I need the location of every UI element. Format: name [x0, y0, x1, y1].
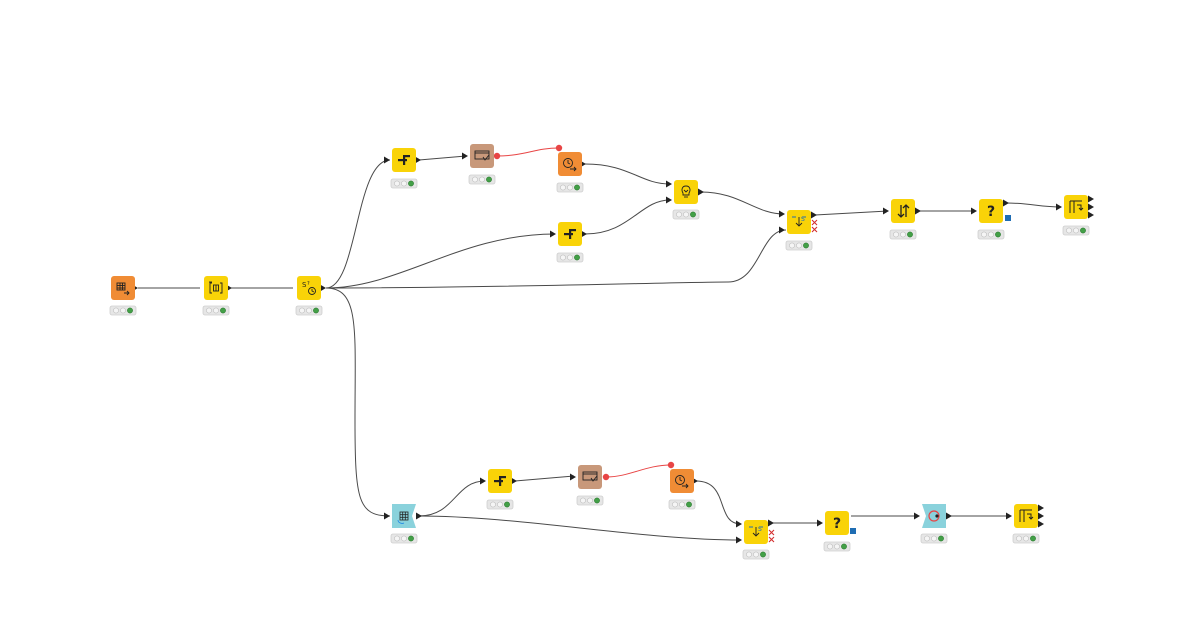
flow-variable-ports	[493, 144, 675, 481]
failed-ports-icon	[768, 529, 775, 543]
edge-n13-n14[interactable]	[418, 480, 486, 517]
row-splitter-top-node[interactable]	[384, 148, 421, 189]
status-indicator	[556, 252, 584, 263]
clock-arrow-icon	[675, 475, 689, 489]
splitter-output-bottom-node[interactable]	[1006, 504, 1044, 544]
variable-port-in-n16[interactable]	[667, 461, 675, 469]
status-indicator	[390, 178, 418, 189]
split-icon	[494, 476, 506, 486]
svg-text:S: S	[302, 281, 307, 289]
joiner-top-node[interactable]: S	[779, 210, 818, 251]
partition-model-node[interactable]	[462, 144, 496, 185]
status-indicator	[468, 174, 496, 185]
status-indicator	[390, 533, 418, 544]
status-indicator	[295, 305, 323, 316]
sorter-node[interactable]	[883, 199, 921, 240]
status-indicator	[556, 182, 584, 193]
question-icon: ?	[987, 204, 995, 220]
svg-text:?: ?	[987, 204, 995, 220]
variable-edge-n5-n6[interactable]	[496, 147, 560, 157]
model-port-icon[interactable]	[850, 528, 856, 534]
flow-variable-connections	[496, 147, 672, 478]
variable-port-out-n15[interactable]	[602, 473, 610, 481]
status-indicator	[889, 229, 917, 240]
edge-n4-n5[interactable]	[418, 155, 467, 161]
string-clock-icon: S ?	[302, 281, 316, 295]
failed-ports-icon	[811, 219, 818, 233]
join-arrow-icon: S	[749, 526, 763, 537]
row-splitter-bottom-node[interactable]	[480, 469, 517, 510]
svg-text:?: ?	[307, 281, 310, 287]
status-indicator	[823, 541, 851, 552]
edge-n11-n12[interactable]	[1005, 202, 1062, 208]
svg-text:S: S	[758, 526, 762, 533]
split-icon	[398, 155, 410, 165]
connections	[138, 155, 1062, 541]
status-indicator	[920, 533, 948, 544]
loop-end-node[interactable]	[914, 504, 952, 544]
status-indicator	[668, 499, 696, 510]
model-port-icon[interactable]	[1005, 215, 1011, 221]
clock-arrow-icon	[563, 158, 577, 172]
status-indicator	[1012, 533, 1040, 544]
edge-n3-n9[interactable]	[325, 229, 787, 289]
variable-edge-n15-n16[interactable]	[605, 464, 672, 478]
row-splitter-middle-node[interactable]	[550, 222, 587, 263]
splitter-output-top-node[interactable]	[1056, 195, 1094, 236]
status-indicator	[742, 549, 770, 560]
loop-start-node[interactable]	[384, 504, 422, 544]
time-extractor-top-node[interactable]	[556, 152, 586, 193]
variable-port-out-n5[interactable]	[493, 152, 501, 160]
edge-n9-n10[interactable]	[814, 210, 889, 216]
edge-n16-n17[interactable]	[695, 480, 742, 525]
column-filter-node[interactable]	[202, 276, 232, 316]
table-reader-node[interactable]	[109, 276, 138, 316]
circle-loop-icon	[928, 510, 940, 522]
svg-text:?: ?	[833, 516, 841, 532]
window-check-icon	[474, 150, 490, 161]
column-combiner-node[interactable]	[666, 180, 704, 220]
bulb-merge-icon	[681, 185, 691, 198]
variable-port-in-n6[interactable]	[555, 144, 563, 152]
status-indicator	[576, 495, 604, 506]
sort-arrows-icon	[897, 204, 910, 218]
edge-n3-n13[interactable]	[325, 287, 391, 517]
joiner-bottom-node[interactable]: S	[736, 519, 775, 560]
status-indicator	[109, 305, 137, 316]
time-extractor-bottom-node[interactable]	[668, 469, 698, 510]
edge-n7-n8[interactable]	[584, 199, 671, 235]
edge-n3-n4[interactable]	[325, 159, 391, 289]
window-check-icon	[582, 471, 598, 482]
question-icon: ?	[833, 516, 841, 532]
edge-n14-n15[interactable]	[514, 475, 575, 482]
status-indicator	[785, 240, 813, 251]
string-to-date-node[interactable]: S ?	[295, 276, 326, 316]
table-split-icon	[1069, 200, 1084, 213]
status-indicator	[202, 305, 230, 316]
partition-model-bottom-node[interactable]	[570, 465, 604, 506]
edge-n8-n9[interactable]	[700, 191, 785, 215]
grid-loop-icon	[397, 511, 409, 524]
table-arrow-icon	[116, 282, 130, 296]
status-indicator	[1062, 225, 1090, 236]
status-indicator	[672, 209, 700, 220]
svg-text:S: S	[801, 216, 805, 223]
edge-n13-n17[interactable]	[418, 515, 742, 541]
split-icon	[564, 229, 576, 239]
edge-n6-n8[interactable]	[584, 163, 671, 185]
table-split-icon	[1019, 509, 1034, 522]
brackets-filter-icon	[209, 281, 223, 294]
edge-n3-n7[interactable]	[325, 233, 556, 289]
rule-engine-top-node[interactable]: ?	[971, 199, 1011, 240]
status-indicator	[977, 229, 1005, 240]
join-arrow-icon: S	[792, 216, 806, 227]
rule-engine-bottom-node[interactable]: ?	[817, 511, 856, 552]
status-indicator	[486, 499, 514, 510]
